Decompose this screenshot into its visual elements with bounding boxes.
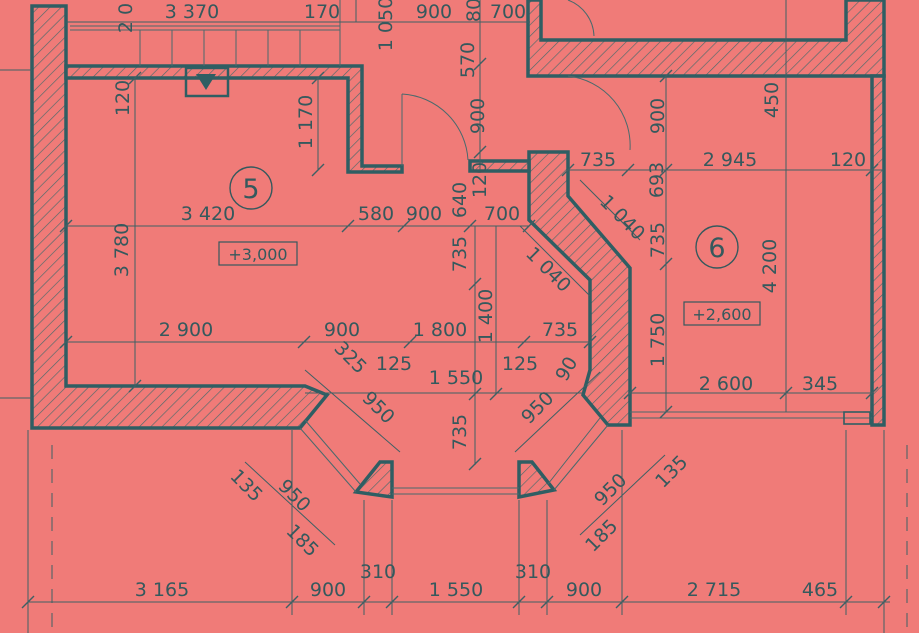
bay-pier-left (352, 460, 394, 500)
wall-right-exterior (870, 74, 886, 427)
dim-label: 465 (802, 579, 838, 601)
dim-label: 570 (457, 42, 479, 78)
wall-central-partition (527, 150, 632, 427)
dim-label: 2 900 (159, 319, 213, 341)
wall-top-right (526, 0, 886, 78)
dim-label: 80 (463, 0, 485, 22)
dim-label: 170 (304, 1, 340, 23)
dim-label: 3 780 (111, 223, 133, 277)
door-swing-room6 (567, 75, 631, 151)
dim-label: 2 945 (703, 149, 757, 171)
dim-label: 2 0 (115, 3, 137, 33)
room-6-level: +2,600 (692, 305, 751, 324)
dimension-labels: 2 0 3 370 170 1 050 900 80 700 120 1 170… (111, 0, 866, 601)
dim-label: 693 (646, 162, 668, 198)
dim-label: 700 (490, 1, 526, 23)
bay-wall-right (547, 417, 609, 491)
dim-label: 125 (502, 353, 538, 375)
dim-label: 900 (647, 98, 669, 134)
room-5-level-box (218, 241, 298, 266)
dim-label: 120 (469, 162, 491, 198)
dim-label: 125 (376, 353, 412, 375)
dim-label: 4 200 (759, 239, 781, 293)
dim-label: 950 (590, 469, 631, 510)
room-6-marker (695, 225, 739, 269)
bay-wall-left (299, 419, 361, 493)
dim-label: 135 (226, 465, 267, 506)
dim-label: 2 600 (699, 373, 753, 395)
dim-label: 345 (802, 373, 838, 395)
dim-label: 735 (647, 222, 669, 258)
wall-door-stub (468, 159, 531, 173)
dim-label: 120 (830, 149, 866, 171)
room-5-label: 5 +3,000 (218, 166, 298, 266)
stair-lines (70, 0, 341, 66)
dim-label: 735 (542, 319, 578, 341)
dim-label: 735 (449, 236, 471, 272)
dim-label: 185 (581, 515, 622, 556)
dim-label: 325 (330, 337, 371, 378)
room-5-number: 5 (242, 174, 259, 205)
room6-corner-box (843, 411, 871, 425)
duct-marker-icon (196, 74, 216, 90)
dim-label: 950 (274, 475, 315, 516)
dim-label: 900 (566, 579, 602, 601)
door-swing-room5 (401, 93, 469, 166)
door-swing-top (567, 0, 595, 37)
dim-label: 3 370 (165, 1, 219, 23)
wall-room5-top (64, 64, 404, 174)
dim-label: 1 170 (295, 95, 317, 149)
dim-label: 1 750 (647, 313, 669, 367)
dim-label: 700 (484, 203, 520, 225)
dim-label: 900 (324, 319, 360, 341)
dim-label: 580 (358, 203, 394, 225)
dim-label: 185 (282, 520, 323, 561)
dim-label: 640 (449, 182, 471, 218)
room-6-level-box (683, 301, 761, 326)
walls (30, 0, 886, 500)
dim-label: 3 420 (181, 203, 235, 225)
dim-label: 90 (551, 353, 582, 385)
dim-label: 735 (449, 414, 471, 450)
wall-duct (184, 66, 230, 98)
dim-label: 1 400 (475, 289, 497, 343)
room-6-label: 6 +2,600 (683, 225, 761, 326)
dim-label: 1 550 (429, 579, 483, 601)
room6-bottom-line (630, 411, 872, 419)
dim-label: 900 (310, 579, 346, 601)
dim-label: 1 800 (413, 319, 467, 341)
dim-label: 1 550 (429, 367, 483, 389)
room-5-marker (229, 166, 273, 210)
dim-label: 310 (515, 561, 551, 583)
dim-label: 135 (651, 451, 692, 492)
dim-label: 900 (416, 1, 452, 23)
dim-label: 735 (580, 149, 616, 171)
bay-wall-bottom (392, 487, 519, 495)
room-6-number: 6 (708, 233, 725, 264)
dim-label: 900 (406, 203, 442, 225)
dim-label: 120 (112, 80, 134, 116)
dim-label: 3 165 (135, 579, 189, 601)
dim-label: 1 050 (375, 0, 397, 51)
dim-label: 2 715 (687, 579, 741, 601)
dim-label: 310 (360, 561, 396, 583)
dim-label: 450 (761, 82, 783, 118)
dim-label: 900 (467, 98, 489, 134)
bay-pier-right (517, 460, 558, 500)
room-5-level: +3,000 (228, 245, 287, 264)
